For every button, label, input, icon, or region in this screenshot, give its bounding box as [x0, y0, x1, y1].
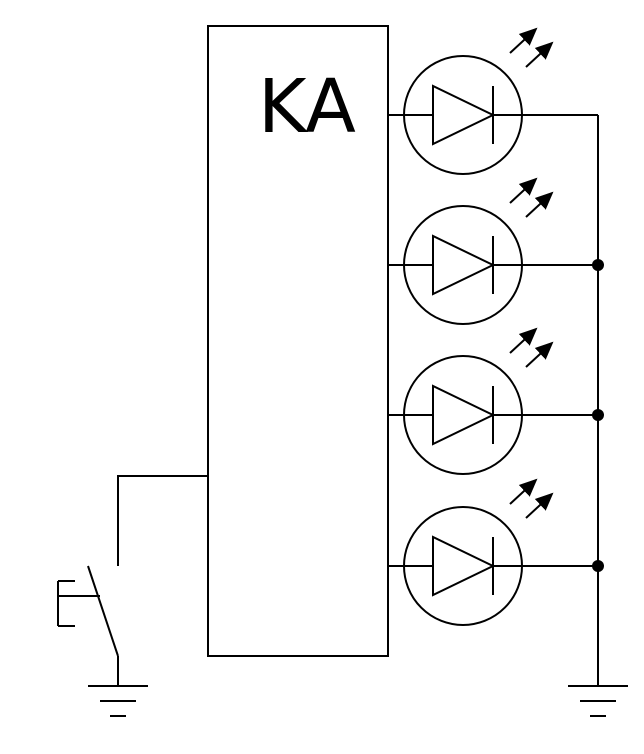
junction-dot-4 — [592, 560, 604, 572]
led-2-light-arrow-1 — [509, 177, 538, 204]
led-3-light-arrow-1 — [509, 327, 538, 354]
led-4-light-arrow-1 — [509, 478, 538, 505]
controller-block: KA — [207, 25, 389, 657]
junction-dot-2 — [592, 259, 604, 271]
led-1-light-arrow-2 — [525, 41, 554, 68]
led-3-anode-triangle — [432, 384, 496, 446]
led-4 — [388, 478, 598, 626]
switch-contact-blade — [87, 565, 119, 657]
led-1-light-arrow-1 — [509, 27, 538, 54]
led-1 — [388, 27, 598, 175]
push-button-switch — [57, 475, 208, 686]
cathode-bus — [592, 115, 604, 686]
ground-symbol-right — [568, 685, 628, 717]
led-2-anode-triangle — [432, 234, 496, 296]
led-4-anode-triangle — [432, 535, 496, 597]
led-2 — [388, 177, 598, 325]
controller-label: KA — [258, 64, 356, 150]
controller-rect — [207, 25, 389, 657]
led-2-light-arrow-2 — [525, 191, 554, 218]
led-3 — [388, 327, 598, 475]
led-4-light-arrow-2 — [525, 492, 554, 519]
led-1-anode-triangle — [432, 84, 496, 146]
ground-symbol-left — [88, 685, 148, 717]
junction-dot-3 — [592, 409, 604, 421]
switch-input-wire — [117, 475, 208, 566]
led-3-light-arrow-2 — [525, 341, 554, 368]
